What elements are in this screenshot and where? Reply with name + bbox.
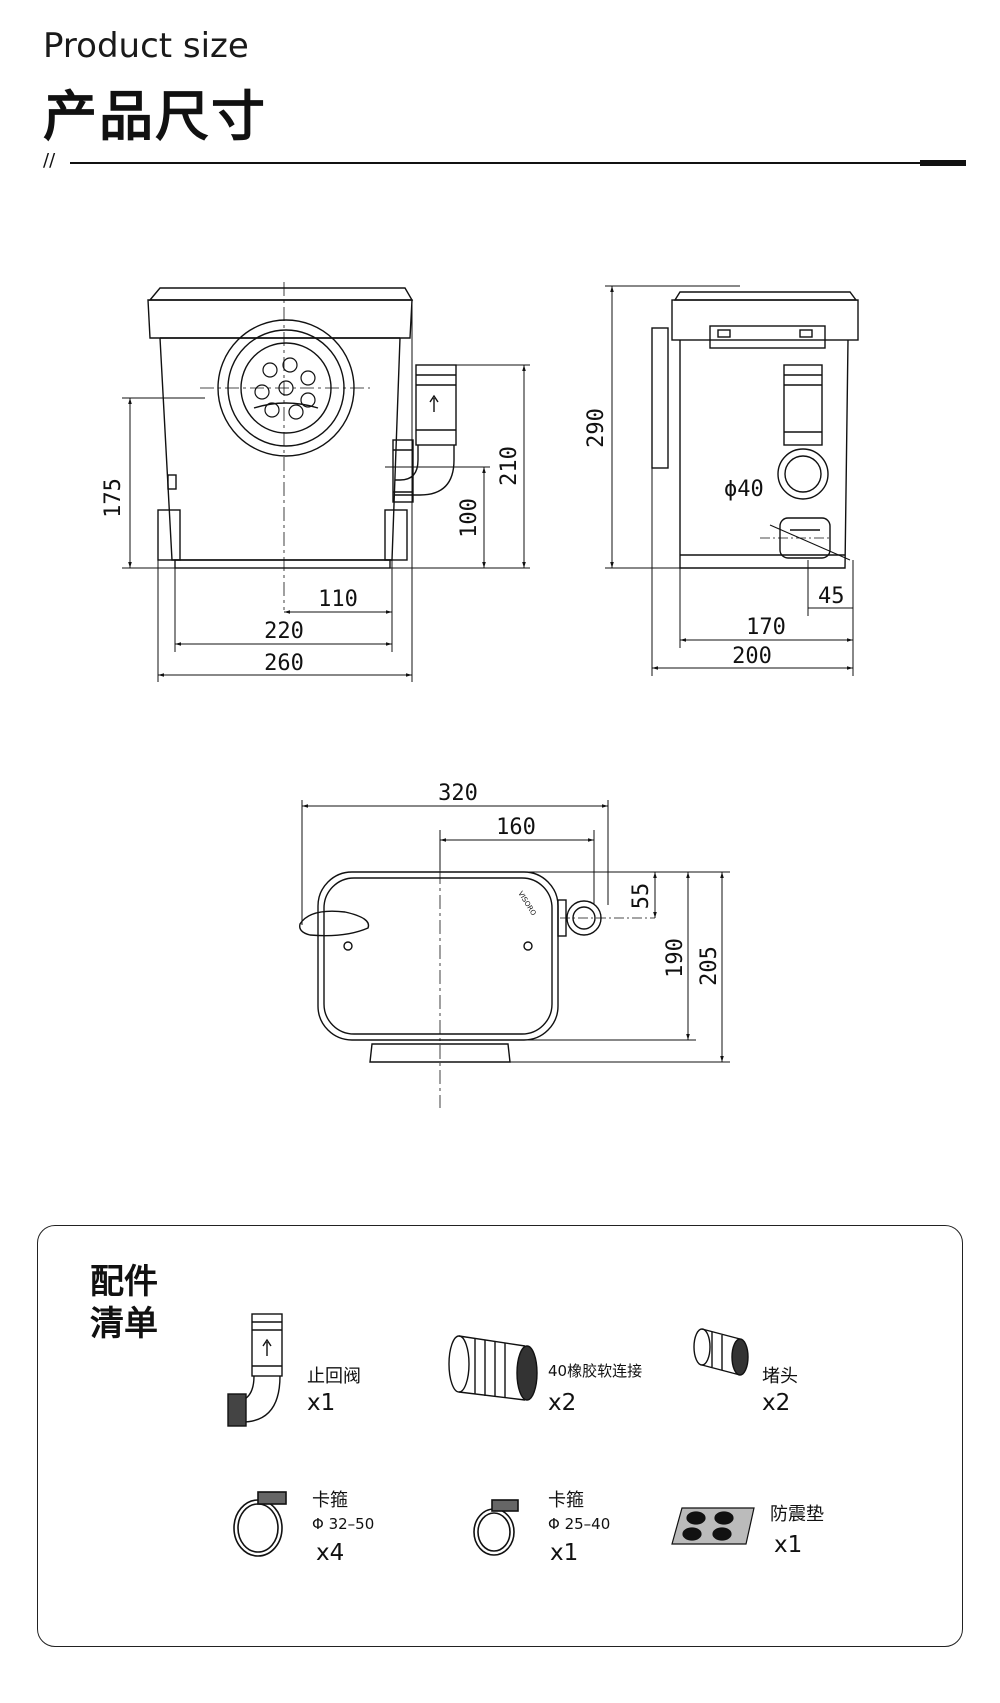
accessory-spec-clamp-small: Φ 25–40	[548, 1515, 611, 1533]
accessory-qty-clamp-small: x1	[550, 1540, 579, 1566]
dim-55: 55	[629, 883, 654, 910]
front-dimensions	[122, 300, 530, 682]
anti-vibration-pad-icon	[671, 1507, 755, 1545]
dim-100: 100	[457, 498, 482, 538]
dim-45: 45	[818, 584, 845, 609]
plug-icon	[693, 1328, 749, 1376]
accessory-name-clamp-large: 卡箍	[312, 1490, 348, 1511]
dim-190: 190	[663, 938, 688, 978]
dim-110: 110	[318, 587, 358, 612]
dim-phi40: ϕ40	[724, 477, 764, 502]
header-divider-accent	[920, 160, 966, 166]
accessory-qty-rubber-connector: x2	[548, 1390, 577, 1416]
accessory-name-pad: 防震垫	[770, 1504, 824, 1525]
dim-200: 200	[732, 644, 772, 669]
header-slashes: //	[43, 150, 56, 171]
dim-170: 170	[746, 615, 786, 640]
brand-mark: VISORO	[516, 890, 537, 918]
accessory-name-plug: 堵头	[762, 1366, 798, 1387]
front-view	[147, 282, 457, 610]
side-dimension-labels: 290 ϕ40 45 170 200	[584, 408, 845, 669]
top-dimension-labels: 320 160 55 190 205	[438, 781, 722, 986]
technical-drawing: 175 210 100 110 220 260	[101, 282, 859, 1108]
page-title-en: Product size	[43, 26, 249, 66]
accessory-qty-clamp-large: x4	[316, 1540, 345, 1566]
dim-320: 320	[438, 781, 478, 806]
dim-210: 210	[497, 446, 522, 486]
accessories-title: 配件 清单	[90, 1262, 158, 1344]
dim-260: 260	[264, 651, 304, 676]
page-title-zh: 产品尺寸	[43, 85, 267, 148]
accessory-spec-clamp-large: Φ 32–50	[312, 1515, 375, 1533]
hose-clamp-small-icon	[473, 1499, 519, 1556]
top-dimensions	[301, 800, 730, 1063]
accessory-qty-pad: x1	[774, 1532, 803, 1558]
accessory-qty-plug: x2	[762, 1390, 791, 1416]
dim-220: 220	[264, 619, 304, 644]
accessory-name-rubber-connector: 40橡胶软连接	[548, 1362, 643, 1380]
accessories-panel	[37, 1225, 963, 1647]
check-valve-icon	[227, 1313, 283, 1427]
front-dimension-labels: 175 210 100 110 220 260	[101, 446, 522, 676]
rubber-connector-icon	[448, 1335, 538, 1401]
accessory-name-clamp-small: 卡箍	[548, 1490, 584, 1511]
side-dimensions	[605, 285, 854, 676]
dim-175: 175	[101, 478, 126, 518]
header-divider	[70, 162, 920, 164]
side-view	[651, 291, 859, 569]
dim-205: 205	[697, 946, 722, 986]
accessory-qty-check-valve: x1	[307, 1390, 336, 1416]
top-view	[299, 870, 655, 1108]
accessory-name-check-valve: 止回阀	[307, 1366, 361, 1387]
dim-290: 290	[584, 408, 609, 448]
hose-clamp-icon	[233, 1491, 287, 1557]
dim-160: 160	[496, 815, 536, 840]
